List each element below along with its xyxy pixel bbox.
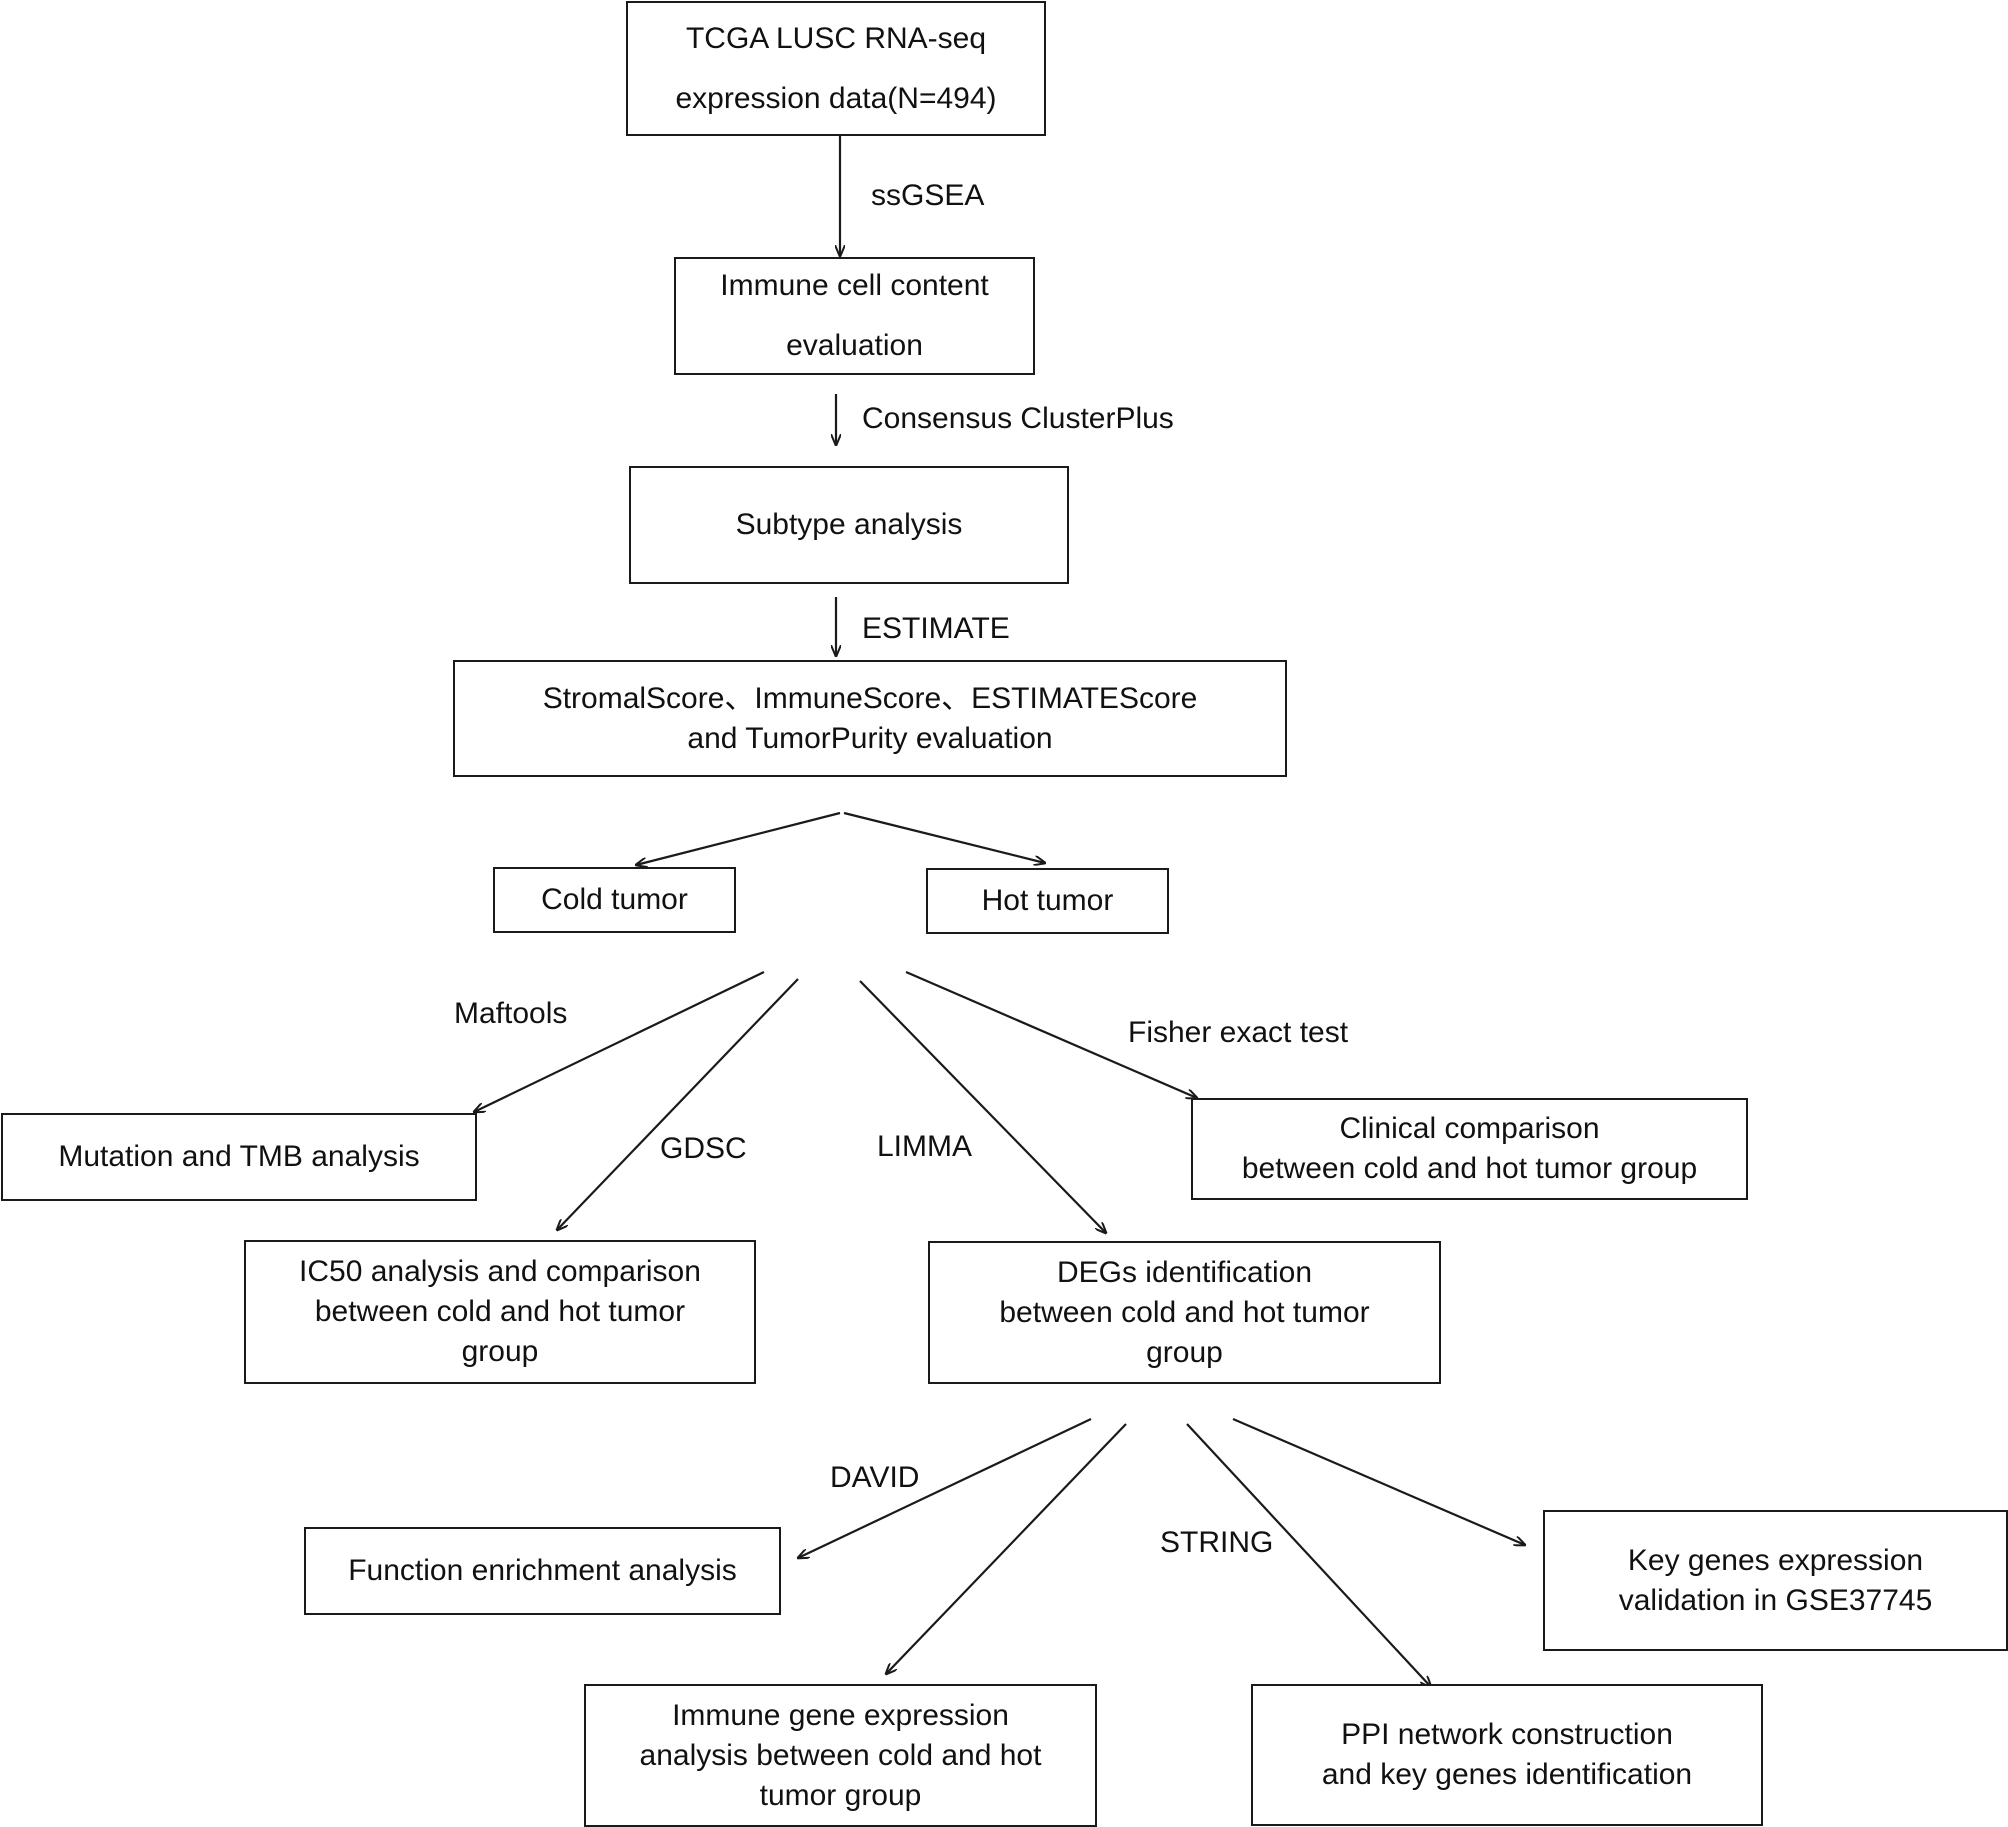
subtype-text: Subtype analysis	[735, 508, 963, 541]
arrow-to-ppi	[1186, 1423, 1431, 1687]
hot-tumor-text: Hot tumor	[981, 884, 1114, 917]
hot-tumor-box: Hot tumor	[926, 868, 1169, 934]
subtype-box: Subtype analysis	[629, 466, 1069, 584]
label-consensus-clusterplus: Consensus ClusterPlus	[862, 402, 1174, 435]
arrow-split-to-cold	[636, 811, 841, 865]
mutation-box: Mutation and TMB analysis	[1, 1113, 477, 1201]
function-enrichment-box: Function enrichment analysis	[304, 1527, 781, 1615]
arrow-split-to-hot	[843, 811, 1045, 863]
mutation-text: Mutation and TMB analysis	[58, 1140, 420, 1173]
label-gdsc: GDSC	[660, 1132, 747, 1165]
cold-tumor-box: Cold tumor	[493, 867, 736, 933]
label-maftools: Maftools	[454, 997, 568, 1030]
cold-tumor-text: Cold tumor	[541, 883, 688, 916]
label-fisher-exact-test: Fisher exact test	[1128, 1016, 1349, 1049]
arrow-to-immune-gene	[886, 1423, 1127, 1674]
label-limma: LIMMA	[877, 1130, 973, 1163]
arrow-to-function	[798, 1418, 1092, 1558]
function-enrichment-text: Function enrichment analysis	[348, 1554, 737, 1587]
arrow-to-degs	[859, 980, 1106, 1233]
label-ssgsea: ssGSEA	[871, 179, 985, 212]
arrow-to-key-genes	[1232, 1417, 1525, 1545]
label-string: STRING	[1160, 1526, 1274, 1559]
arrow-to-ic50	[557, 978, 799, 1230]
label-estimate: ESTIMATE	[862, 612, 1010, 645]
label-david: DAVID	[830, 1461, 920, 1494]
arrow-to-mutation	[474, 971, 765, 1112]
arrow-to-clinical	[905, 970, 1197, 1098]
